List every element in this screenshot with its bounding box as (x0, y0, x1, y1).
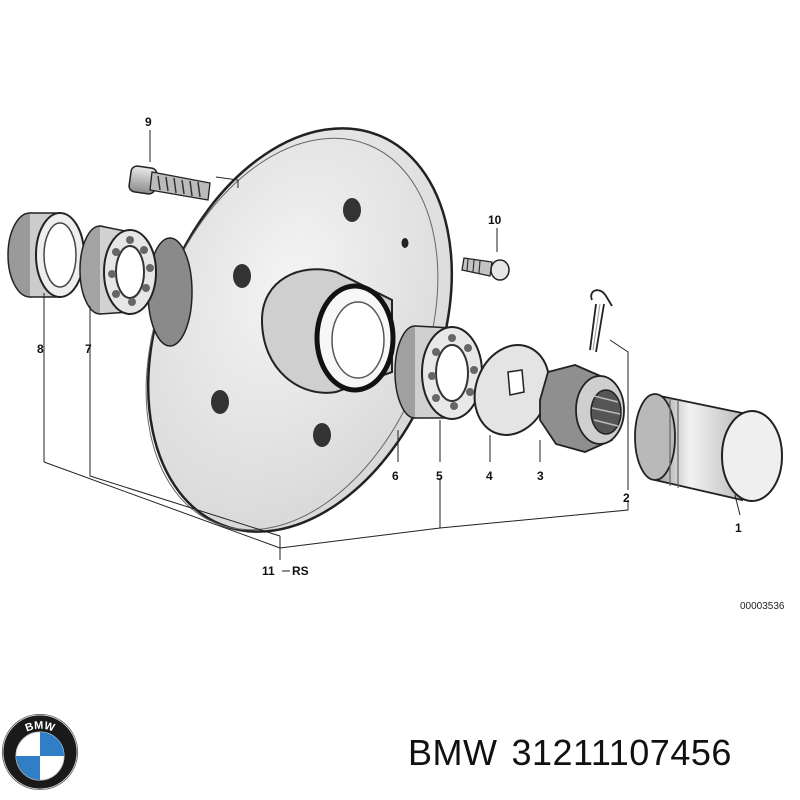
callout-5: 5 (436, 469, 443, 483)
outer-bearing-race (7, 212, 85, 298)
brand-part-number: BMW 31211107456 (408, 732, 746, 774)
brand-name: BMW (408, 732, 498, 773)
callout-4: 4 (486, 469, 493, 483)
inner-taper-bearing (394, 325, 483, 420)
callout-1: 1 (735, 521, 742, 535)
callout-2: 2 (623, 491, 630, 505)
part-number: 31211107456 (511, 732, 732, 773)
bolt-hole (233, 264, 251, 288)
callout-rs: RS (292, 564, 309, 578)
callout-8: 8 (37, 342, 44, 356)
bmw-logo: BMW (2, 714, 78, 790)
wheel-stud (128, 165, 239, 201)
outer-taper-bearing (79, 225, 157, 315)
callout-7: 7 (85, 342, 92, 356)
castle-nut (539, 364, 625, 453)
diagram-reference-number: 00003536 (740, 601, 785, 612)
set-screw (461, 257, 510, 281)
bolt-hole (343, 198, 361, 222)
svg-text:BMW: BMW (24, 720, 57, 735)
bolt-hole (313, 423, 331, 447)
callout-3: 3 (537, 469, 544, 483)
thrust-washer (473, 344, 551, 436)
callout-6: 6 (392, 469, 399, 483)
leader-lines (43, 130, 741, 560)
wheel-hub-disc (145, 127, 454, 533)
callout-9: 9 (145, 115, 152, 129)
callout-10: 10 (488, 213, 502, 227)
bolt-hole (211, 390, 229, 414)
cotter-pin (589, 289, 613, 353)
grease-cap (634, 393, 783, 502)
screw-hole (401, 238, 409, 248)
callout-11: 11 (262, 564, 275, 578)
